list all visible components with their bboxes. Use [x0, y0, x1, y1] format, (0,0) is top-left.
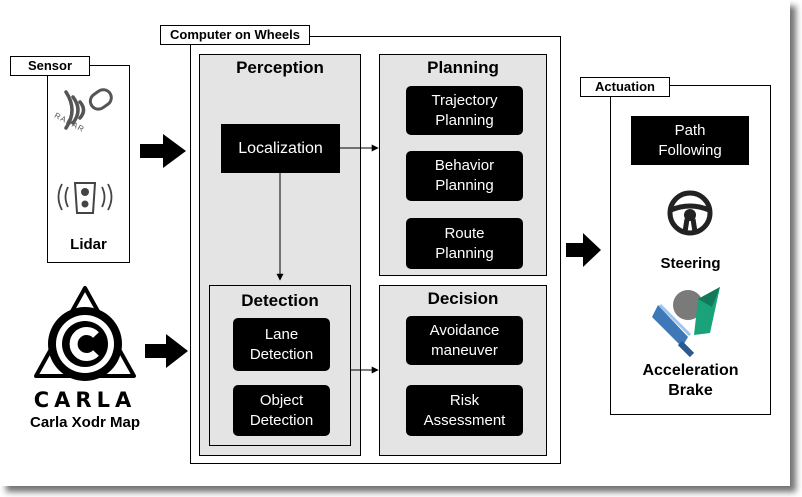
carla-wordmark: CARLA: [33, 388, 137, 412]
risk-assessment-node: Risk Assessment: [406, 385, 523, 436]
avoidance-maneuver-node: Avoidance maneuver: [406, 316, 523, 365]
behavior-planning-node: Behavior Planning: [406, 151, 523, 201]
detection-title: Detection: [241, 291, 319, 310]
pedal-icon: [652, 287, 720, 357]
diagram-canvas: Sensor RADAR Lidar CARLA Carla Xodr Map …: [10, 25, 771, 464]
planning-title: Planning: [427, 58, 499, 77]
lidar-icon: [57, 182, 113, 214]
sensor-tag: Sensor: [10, 56, 90, 76]
lidar-label: Lidar: [70, 236, 107, 253]
decision-title: Decision: [427, 289, 499, 308]
steering-wheel-icon: [667, 190, 713, 236]
lane-detection-node: Lane Detection: [233, 318, 330, 371]
carla-to-perception-arrow: [145, 334, 188, 368]
sensor-box: [47, 65, 130, 263]
computer-to-actuation-arrow: [566, 233, 601, 267]
sensor-to-perception-arrow: [140, 134, 186, 168]
computer-on-wheels-tag: Computer on Wheels: [160, 25, 310, 45]
trajectory-planning-node: Trajectory Planning: [406, 86, 523, 135]
radar-icon: [64, 88, 113, 130]
route-planning-node: Route Planning: [406, 218, 523, 269]
arrows-layer: [140, 134, 601, 374]
steering-label: Steering: [660, 255, 721, 272]
actuation-tag: Actuation: [580, 77, 670, 97]
carla-map-label: Carla Xodr Map: [29, 414, 141, 431]
localization-node: Localization: [221, 124, 340, 173]
path-following-node: Path Following: [631, 116, 749, 165]
acceleration-brake-label: Acceleration Brake: [642, 362, 739, 399]
object-detection-node: Object Detection: [233, 385, 330, 436]
carla-logo-icon: [34, 286, 136, 381]
perception-title: Perception: [236, 58, 324, 77]
